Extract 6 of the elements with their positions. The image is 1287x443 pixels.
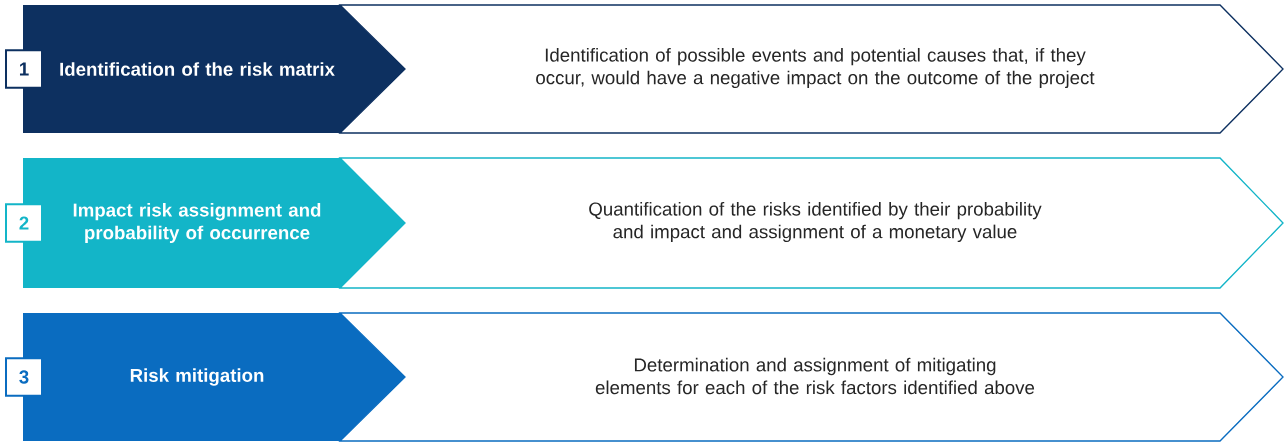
number-box: 1 xyxy=(5,49,43,89)
arrow-box: Determination and assignment of mitigating elements for each of the risk factors identified above xyxy=(338,312,1284,442)
number-box: 2 xyxy=(5,203,43,243)
arrow-box: Identification of possible events and potential causes that, if they occur, would have a negative impact on the outcome of the project xyxy=(338,4,1284,134)
number-box: 3 xyxy=(5,357,43,397)
arrow-box: Quantification of the risks identified by their probability and impact and assignment of a monetary value xyxy=(338,157,1284,289)
